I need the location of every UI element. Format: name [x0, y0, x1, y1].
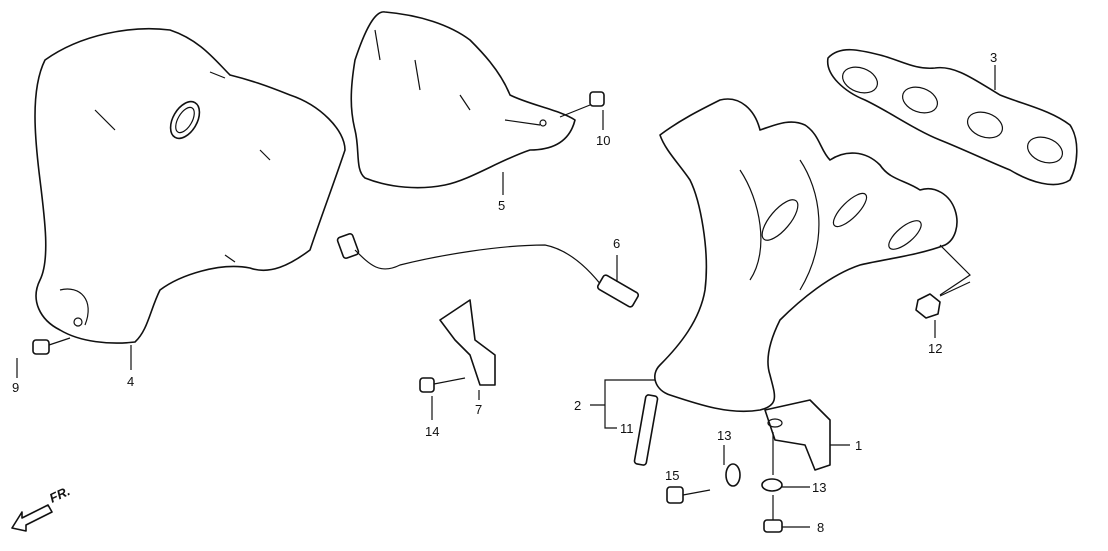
label-11: 11 [620, 421, 634, 436]
label-14: 14 [425, 424, 439, 439]
part-2-exhaust-manifold[interactable] [654, 98, 971, 413]
part-12-nut[interactable] [915, 281, 971, 338]
label-4: 4 [127, 374, 134, 389]
label-3: 3 [990, 50, 997, 65]
label-15: 15 [665, 468, 679, 483]
part-5-heat-shield[interactable] [350, 11, 576, 189]
label-9: 9 [12, 380, 19, 395]
label-7: 7 [475, 402, 482, 417]
label-12: 12 [928, 341, 942, 356]
front-direction-arrow: FR. [11, 483, 72, 532]
part-3-gasket[interactable] [827, 48, 1078, 186]
part-13-washer[interactable] [723, 445, 810, 492]
part-11-sensor[interactable] [633, 394, 659, 466]
part-14-bolt[interactable] [419, 377, 466, 420]
part-9-bolt[interactable] [16, 337, 71, 378]
label-6: 6 [613, 236, 620, 251]
front-direction-label: FR. [47, 483, 72, 505]
part-1-bracket[interactable] [764, 399, 850, 471]
label-2: 2 [574, 398, 581, 413]
label-5: 5 [498, 198, 505, 213]
part-15-bolt[interactable] [666, 486, 711, 504]
label-1: 1 [855, 438, 862, 453]
part-6-oxygen-sensor[interactable] [336, 232, 640, 308]
part-8-bolt[interactable] [763, 432, 810, 533]
label-13-lower: 13 [812, 480, 826, 495]
label-8: 8 [817, 520, 824, 535]
part-7-bracket[interactable] [439, 299, 496, 400]
label-13-upper: 13 [717, 428, 731, 443]
part-4-heat-shield[interactable] [34, 27, 346, 344]
label-10: 10 [596, 133, 610, 148]
part-10-bolt[interactable] [559, 91, 605, 130]
